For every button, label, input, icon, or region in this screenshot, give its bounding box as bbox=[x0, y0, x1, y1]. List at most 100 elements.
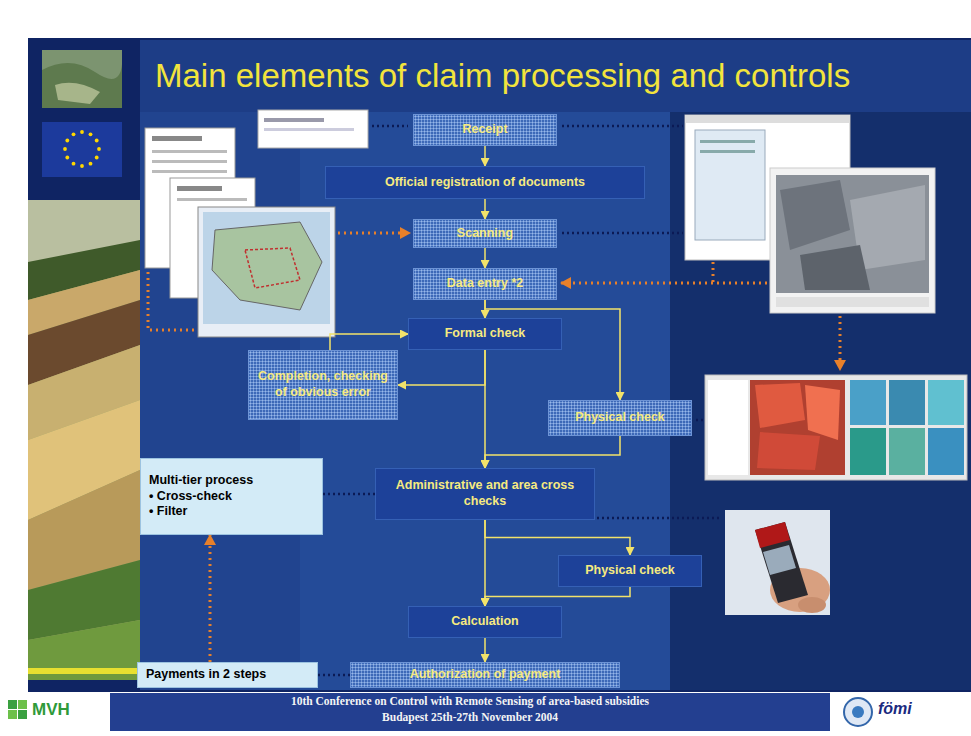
footer-text: 10th Conference on Control with Remote S… bbox=[110, 695, 830, 707]
node-text: Receipt bbox=[462, 122, 507, 138]
gps-phone-photo bbox=[725, 510, 830, 615]
dotted-leader-lines bbox=[597, 517, 722, 520]
process-box: Authorization of payment bbox=[350, 662, 620, 688]
footer-bar bbox=[8, 710, 17, 719]
dotted-leader-lines bbox=[562, 232, 683, 235]
scan-screenshots bbox=[800, 245, 870, 290]
eu-flag bbox=[89, 162, 93, 166]
process-box: Official registration of documents bbox=[325, 166, 645, 199]
gis-screenshot bbox=[889, 428, 925, 475]
process-box: Completion, checking of obvious error bbox=[248, 350, 398, 420]
claim-form-thumbnails bbox=[258, 110, 368, 148]
dotted-leader-lines bbox=[372, 125, 408, 128]
slide-background bbox=[28, 38, 971, 692]
node-text: Physical check bbox=[585, 563, 675, 579]
node-text: • Cross-check bbox=[149, 489, 232, 505]
slide-title: Main elements of claim processing and co… bbox=[155, 57, 960, 95]
dotted-leader-lines bbox=[712, 262, 715, 283]
gis-screenshot bbox=[850, 380, 886, 425]
scan-screenshots bbox=[700, 150, 755, 153]
process-box: Scanning bbox=[413, 219, 557, 248]
eu-flag bbox=[89, 132, 93, 136]
eu-flag bbox=[63, 147, 67, 151]
slide-background bbox=[670, 112, 971, 690]
footer-bar bbox=[18, 710, 27, 719]
node-text: Physical check bbox=[575, 410, 665, 426]
map-thumbnail bbox=[55, 83, 100, 104]
eu-flag bbox=[80, 164, 84, 168]
slide-background bbox=[28, 38, 971, 692]
flow-connector bbox=[484, 199, 486, 219]
scan-screenshots bbox=[780, 180, 850, 250]
node-text: Administrative and area cross checks bbox=[384, 478, 586, 509]
flow-connector bbox=[485, 587, 630, 606]
claim-form-thumbnails bbox=[177, 198, 247, 201]
node-text: Data entry *2 bbox=[447, 276, 523, 292]
dotted-leader-lines bbox=[338, 232, 410, 235]
field-photo bbox=[28, 620, 140, 680]
flow-connector bbox=[484, 350, 486, 468]
flow-connector bbox=[484, 638, 486, 662]
flow-connector bbox=[209, 535, 212, 662]
map-thumbnail bbox=[42, 50, 122, 108]
gis-screenshot bbox=[755, 383, 805, 428]
node-text: Completion, checking of obvious error bbox=[257, 369, 389, 400]
slide-background bbox=[140, 40, 971, 112]
process-box: Receipt bbox=[413, 114, 557, 146]
node-text: • Filter bbox=[149, 504, 187, 520]
scan-screenshots bbox=[776, 297, 929, 307]
footer-text: Budapest 25th-27th November 2004 bbox=[110, 711, 830, 723]
flow-connector bbox=[318, 674, 350, 677]
gis-screenshot bbox=[928, 380, 964, 425]
dotted-leader-lines bbox=[561, 282, 767, 285]
footer-bar bbox=[110, 693, 830, 731]
scan-screenshots bbox=[685, 115, 850, 123]
scan-screenshots bbox=[685, 115, 850, 260]
gis-screenshot bbox=[928, 428, 964, 475]
logo-text: MVH bbox=[32, 700, 102, 720]
node-text: Scanning bbox=[457, 226, 513, 242]
eu-flag bbox=[42, 122, 122, 177]
node-text: Authorization of payment bbox=[410, 667, 561, 683]
dotted-leader-lines bbox=[562, 125, 683, 128]
flow-connector bbox=[484, 520, 486, 606]
process-box: Physical check bbox=[548, 400, 692, 436]
claim-form-thumbnails bbox=[203, 212, 330, 324]
process-box: Administrative and area cross checks bbox=[375, 468, 595, 520]
gps-phone-photo bbox=[763, 545, 796, 575]
flow-connector bbox=[484, 146, 486, 166]
claim-form-thumbnails bbox=[152, 160, 227, 163]
claim-form-thumbnails bbox=[152, 150, 227, 153]
scan-screenshots bbox=[685, 115, 935, 313]
scan-screenshots bbox=[700, 140, 755, 143]
footer-bar bbox=[8, 700, 17, 709]
scan-screenshots bbox=[770, 168, 935, 313]
claim-form-thumbnails bbox=[152, 136, 202, 141]
gis-screenshot bbox=[889, 380, 925, 425]
gps-phone-photo bbox=[755, 522, 790, 548]
eu-flag bbox=[65, 139, 69, 143]
eu-flag bbox=[97, 147, 101, 151]
field-photo bbox=[28, 200, 140, 680]
gis-screenshot bbox=[705, 375, 967, 480]
note-box: Payments in 2 steps bbox=[137, 662, 318, 688]
gis-screenshot bbox=[705, 375, 967, 480]
logo-text: fömi bbox=[878, 700, 963, 718]
flow-connector bbox=[330, 334, 408, 350]
gps-phone-photo bbox=[755, 522, 808, 603]
claim-form-thumbnails bbox=[264, 128, 354, 131]
eu-flag bbox=[72, 162, 76, 166]
footer-bar bbox=[0, 692, 971, 736]
node-text: Multi-tier process bbox=[149, 473, 253, 489]
node-text: Official registration of documents bbox=[385, 175, 585, 191]
footer-bar bbox=[844, 698, 872, 726]
gps-phone-photo bbox=[725, 510, 830, 615]
claim-form-thumbnails bbox=[212, 222, 322, 310]
gis-screenshot bbox=[750, 380, 845, 475]
eu-flag bbox=[65, 156, 69, 160]
claim-form-thumbnails bbox=[245, 248, 300, 288]
eu-flag bbox=[80, 130, 84, 134]
scan-screenshots bbox=[695, 130, 765, 240]
claim-form-thumbnails bbox=[198, 207, 335, 337]
process-box: Calculation bbox=[408, 606, 562, 638]
